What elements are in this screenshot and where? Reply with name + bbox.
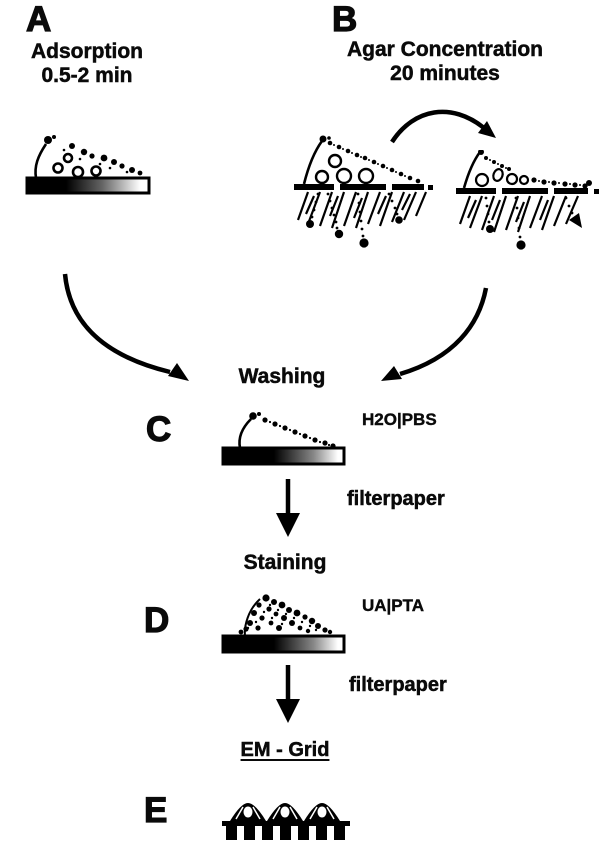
- reagent-label-d: UA|PTA: [362, 596, 425, 615]
- filterpaper-label-2: filterpaper: [349, 674, 447, 697]
- grid-washing-drawing-c: [212, 400, 354, 470]
- agar-transfer-curved-arrow-icon: [386, 102, 512, 154]
- em-grid-cross-section-drawing-e: [218, 798, 355, 842]
- grid-staining-drawing-d: [212, 584, 354, 658]
- filterpaper-label-1: filterpaper: [347, 488, 445, 511]
- grid-on-agar-drawing-left: [292, 132, 434, 250]
- panel-b-title: Agar Concentration: [346, 38, 544, 62]
- panel-a-letter: A: [25, 0, 53, 39]
- down-arrow-2-icon: [272, 663, 304, 725]
- reagent-label-c: H2O|PBS: [362, 410, 437, 429]
- grid-on-agar-drawing-right: [454, 150, 600, 260]
- staining-label: Staining: [243, 551, 327, 575]
- washing-label: Washing: [238, 365, 326, 389]
- panel-a-title: Adsorption: [31, 40, 143, 64]
- panel-b-duration: 20 minutes: [390, 62, 500, 86]
- curved-arrow-from-a-icon: [52, 262, 202, 392]
- panel-a-duration: 0.5-2 min: [41, 64, 133, 88]
- panel-d-letter: D: [143, 601, 171, 640]
- panel-e-letter: E: [143, 791, 169, 830]
- curved-arrow-from-b-icon: [366, 280, 496, 390]
- panel-a-specimen-on-grid-drawing: [20, 128, 152, 198]
- down-arrow-1-icon: [272, 477, 304, 539]
- em-grid-label: EM - Grid: [240, 739, 330, 762]
- panel-c-letter: C: [145, 410, 173, 449]
- panel-b-letter: B: [331, 0, 359, 39]
